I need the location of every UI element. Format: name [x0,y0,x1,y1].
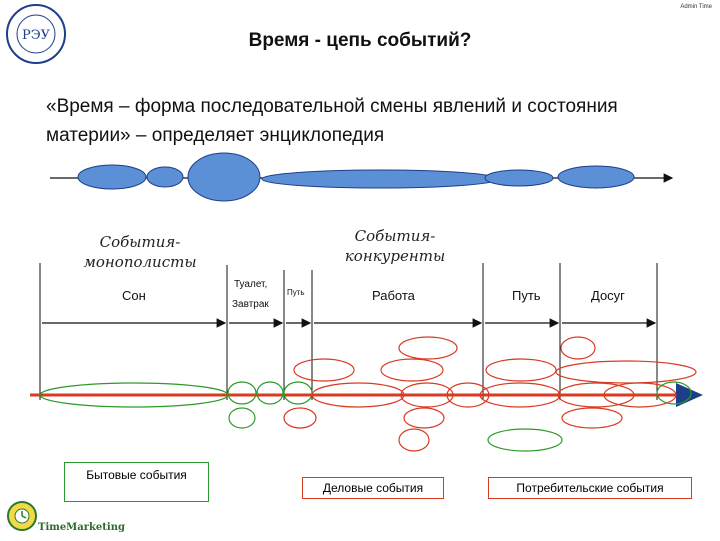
quote-text: «Время – форма последовательной смены яв… [46,96,618,146]
brand-logo [4,496,124,536]
red-event-ellipse [485,358,557,382]
red-event-ellipse [293,358,355,382]
green-event-ellipse [283,381,313,405]
logo-text: РЭУ [22,28,51,43]
page-title: Время - цепь событий? [248,30,472,51]
red-event-ellipse [311,382,405,408]
red-event-ellipse [555,360,697,384]
red-event-ellipse [283,407,317,429]
red-event-ellipse [479,382,561,408]
blue-event-ellipse [77,164,147,190]
segment-label-path-1: Путь [287,288,305,297]
green-event-ellipse [487,428,563,452]
green-event-ellipse [656,381,692,405]
red-event-ellipse [561,407,623,429]
red-event-ellipse [446,382,490,408]
red-event-ellipse [557,382,635,408]
red-event-ellipse [398,336,458,360]
red-event-ellipse [380,358,444,382]
blue-event-ellipse [187,152,261,202]
green-event-ellipse [228,407,256,429]
segment-label-path-2: Путь [512,288,541,303]
blue-event-ellipse [557,165,635,189]
brand-name: TimeMarketing [38,522,125,533]
segment-label-work: Работа [372,288,415,303]
segment-label-toilet: Туалет, [234,279,268,290]
green-event-ellipse [256,381,284,405]
segment-label-breakfast: Завтрак [232,299,269,310]
legend-consumer-events: Потребительские события [488,477,692,499]
blue-event-ellipse [146,166,184,188]
red-event-ellipse [560,336,596,360]
blue-event-ellipse [261,169,499,189]
legend-household-events: Бытовые события [64,462,209,502]
category-competitors: События-конкуренты [344,227,446,265]
segment-label-sleep: Сон [122,288,146,303]
blue-event-ellipse [484,169,554,187]
university-logo: РЭУ [4,2,68,66]
legend-business-events: Деловые события [302,477,444,499]
red-event-ellipse [603,382,677,408]
segment-label-leisure: Досуг [591,288,625,303]
corner-text: Admin Time [680,4,712,10]
red-event-ellipse [403,407,445,429]
red-event-ellipse [398,428,430,452]
green-event-ellipse [227,381,257,405]
category-monopolists: События-монополисты [83,233,197,271]
red-event-ellipse [400,382,454,408]
